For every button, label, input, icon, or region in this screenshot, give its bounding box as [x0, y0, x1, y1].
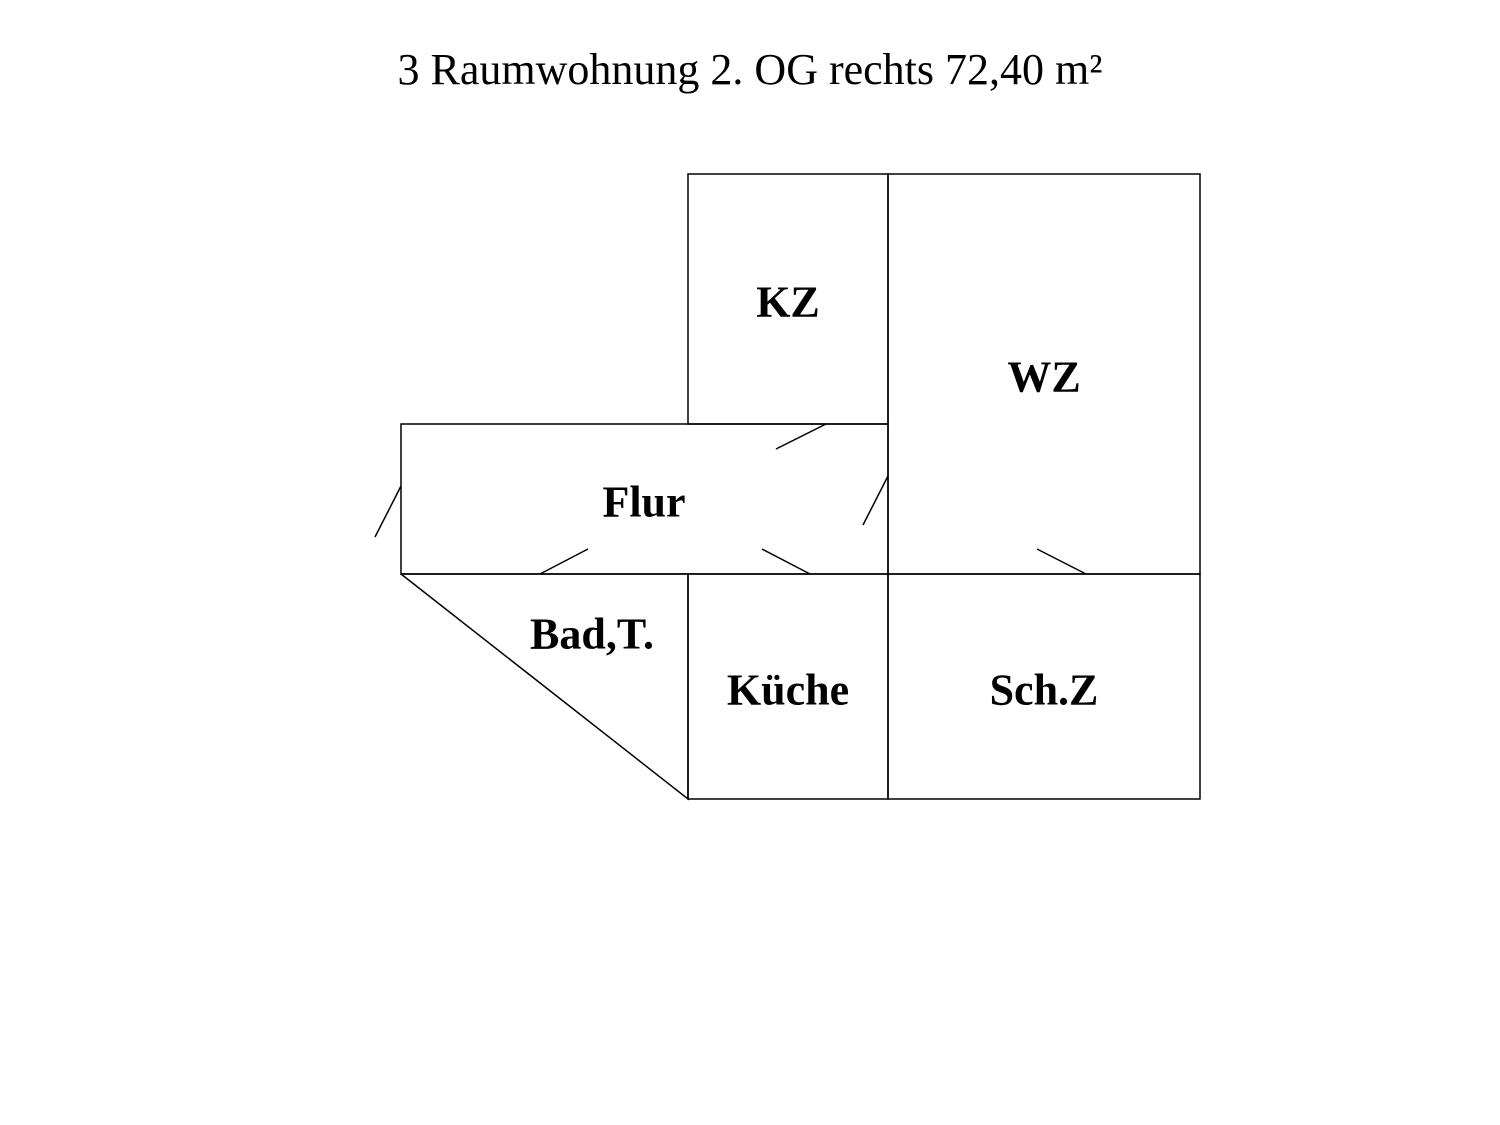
room-bad-outline	[400, 573, 689, 801]
door-swing-kz	[775, 423, 827, 450]
room-label-wz: WZ	[1007, 352, 1081, 402]
room-label-schz: Sch.Z	[989, 665, 1099, 715]
door-swing-schz	[1036, 548, 1087, 575]
floor-plan-title: 3 Raumwohnung 2. OG rechts 72,40 m²	[397, 45, 1103, 94]
room-schz-outline	[887, 573, 1201, 800]
door-swing-entrance	[374, 485, 402, 538]
room-label-kz: KZ	[756, 277, 820, 327]
door-swing-kueche	[761, 548, 811, 575]
room-label-kueche: Küche	[726, 665, 850, 715]
room-label-bad: Bad,T.	[530, 609, 654, 659]
room-label-flur: Flur	[602, 477, 686, 527]
door-swing-bad	[539, 548, 589, 575]
door-swing-wz	[862, 475, 889, 526]
